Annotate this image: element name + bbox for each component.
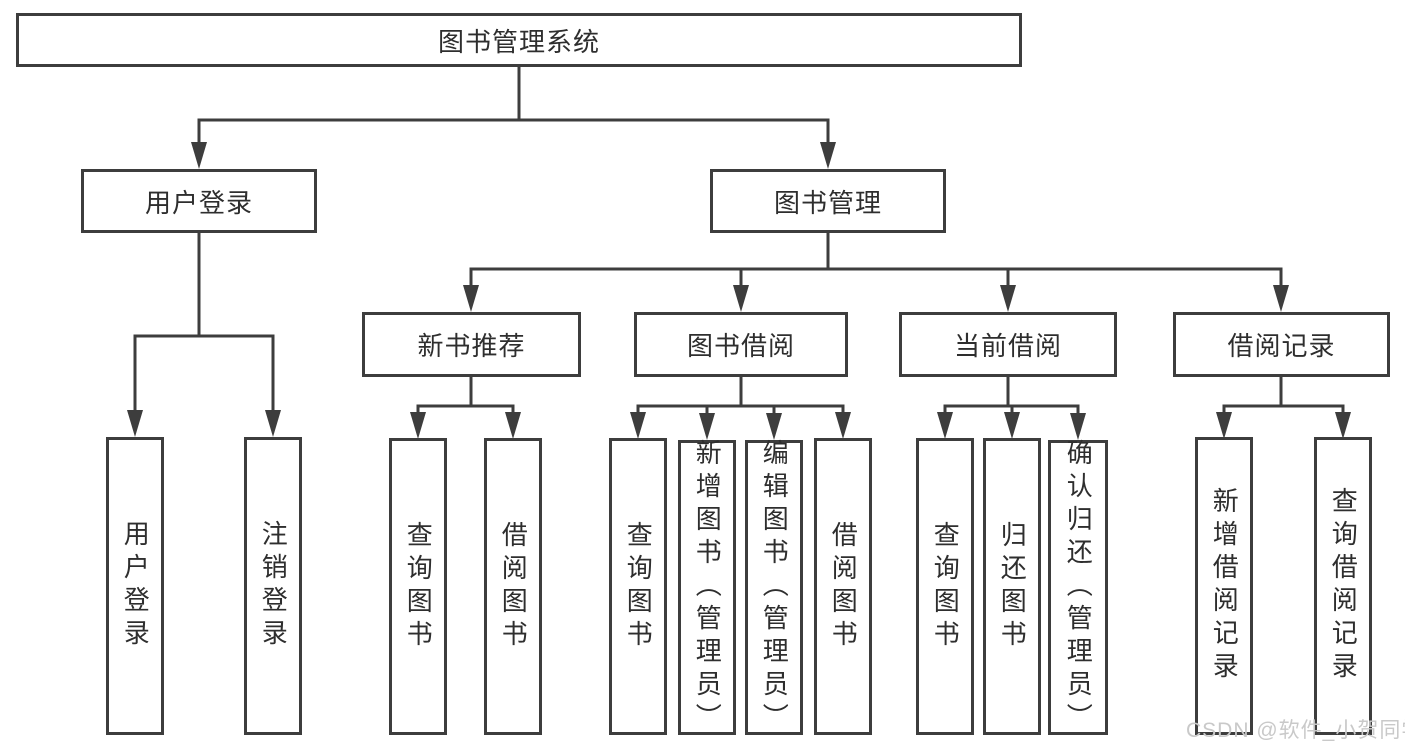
node-new-book-rec-label: 新书推荐 <box>417 331 526 361</box>
node-leaf-br-query-record: 查询借阅记录 <box>1314 437 1372 735</box>
csdn-watermark: CSDN @软件_小贺同学 <box>1186 719 1405 742</box>
node-leaf-bb-add-book-label: 新增图书（管理员） <box>692 439 723 736</box>
connector-currentborrow-to-leaves <box>937 377 1086 440</box>
node-book-borrow: 图书借阅 <box>634 312 848 377</box>
node-book-borrow-label: 图书借阅 <box>686 331 795 361</box>
connector-bookborrow-to-leaves <box>630 377 851 440</box>
node-leaf-user-login: 用户登录 <box>106 437 164 735</box>
node-borrow-records-label: 借阅记录 <box>1227 331 1336 361</box>
node-leaf-cb-confirm-return-label: 确认归还（管理员） <box>1063 439 1094 736</box>
node-root: 图书管理系统 <box>16 13 1022 67</box>
connector-borrowrecords-to-leaves <box>1216 377 1351 439</box>
node-leaf-bb-edit-book: 编辑图书（管理员） <box>745 439 803 736</box>
connector-bookmgmt-to-level3 <box>463 233 1289 312</box>
node-user-login-label: 用户登录 <box>144 187 253 218</box>
node-leaf-bb-add-book: 新增图书（管理员） <box>678 439 736 736</box>
node-leaf-bb-query-book: 查询图书 <box>609 438 667 735</box>
node-current-borrow: 当前借阅 <box>899 312 1117 377</box>
node-leaf-bb-query-book-label: 查询图书 <box>623 520 654 653</box>
node-leaf-rec-query-book: 查询图书 <box>389 438 447 735</box>
node-leaf-bb-borrow-book-label: 借阅图书 <box>828 520 859 653</box>
node-leaf-logout: 注销登录 <box>244 437 302 735</box>
node-leaf-cb-confirm-return: 确认归还（管理员） <box>1048 439 1108 736</box>
node-current-borrow-label: 当前借阅 <box>953 331 1062 361</box>
node-leaf-rec-query-book-label: 查询图书 <box>403 520 434 653</box>
node-leaf-user-login-label: 用户登录 <box>120 520 151 652</box>
node-leaf-cb-return-book: 归还图书 <box>983 438 1041 735</box>
node-book-mgmt: 图书管理 <box>710 169 946 233</box>
node-user-login: 用户登录 <box>81 169 317 233</box>
node-leaf-bb-edit-book-label: 编辑图书（管理员） <box>759 439 790 736</box>
node-leaf-br-add-record: 新增借阅记录 <box>1195 437 1253 735</box>
node-leaf-bb-borrow-book: 借阅图书 <box>814 438 872 735</box>
node-borrow-records: 借阅记录 <box>1173 312 1390 377</box>
node-leaf-rec-borrow-book-label: 借阅图书 <box>498 520 529 653</box>
connector-userlogin-to-leaves <box>127 233 281 437</box>
node-leaf-rec-borrow-book: 借阅图书 <box>484 438 542 735</box>
node-root-label: 图书管理系统 <box>437 26 600 57</box>
node-leaf-logout-label: 注销登录 <box>258 520 289 652</box>
node-book-mgmt-label: 图书管理 <box>773 187 882 218</box>
node-leaf-cb-query-book-label: 查询图书 <box>930 520 961 653</box>
connector-newbookrec-to-leaves <box>410 377 521 439</box>
connector-root-to-level2 <box>191 66 836 169</box>
node-new-book-rec: 新书推荐 <box>362 312 581 377</box>
node-leaf-cb-query-book: 查询图书 <box>916 438 974 735</box>
node-leaf-cb-return-book-label: 归还图书 <box>997 520 1028 653</box>
node-leaf-br-query-record-label: 查询借阅记录 <box>1328 487 1359 685</box>
node-leaf-br-add-record-label: 新增借阅记录 <box>1209 487 1240 685</box>
